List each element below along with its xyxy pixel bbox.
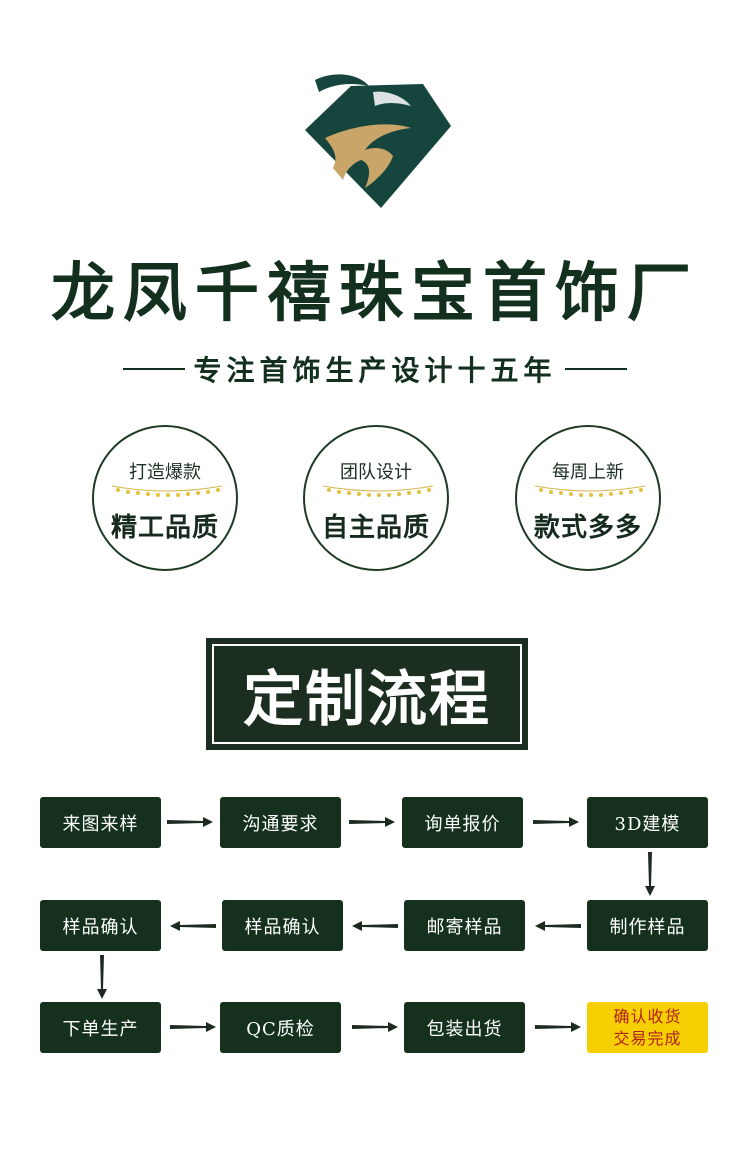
- arrow-right-icon: [349, 817, 395, 827]
- process-step-10: QC质检: [220, 1002, 341, 1053]
- feature-top-text: 每周上新: [552, 462, 624, 483]
- feature-bottom-text: 自主品质: [321, 513, 430, 543]
- arrow-down-icon: [645, 852, 655, 896]
- final-step-line2: 交易完成: [613, 1028, 682, 1048]
- arrow-right-icon: [352, 1022, 398, 1032]
- arrow-left-icon: [535, 921, 581, 931]
- arrow-down-icon: [97, 955, 107, 999]
- arrow-right-icon: [533, 817, 579, 827]
- arrow-right-icon: [535, 1022, 581, 1032]
- string-lights-icon: [322, 485, 434, 497]
- process-step-6: 邮寄样品: [404, 900, 525, 951]
- process-step-1: 来图来样: [40, 797, 161, 848]
- process-step-4: 3D建模: [587, 797, 708, 848]
- feature-circle-1: 打造爆款 精工品质: [92, 425, 238, 571]
- process-step-5: 制作样品: [587, 900, 708, 951]
- process-step-final: 确认收货 交易完成: [587, 1002, 708, 1053]
- process-step-7: 样品确认: [222, 900, 343, 951]
- arrow-right-icon: [167, 817, 213, 827]
- process-title-box: 定制流程: [206, 638, 528, 750]
- process-step-9: 下单生产: [40, 1002, 161, 1053]
- process-step-8: 样品确认: [40, 900, 161, 951]
- string-lights-icon: [534, 485, 646, 497]
- process-title: 定制流程: [243, 664, 491, 735]
- tagline-rule-right: [564, 368, 627, 370]
- process-step-3: 询单报价: [402, 797, 523, 848]
- brand-logo: [305, 74, 451, 208]
- arrow-right-icon: [170, 1022, 216, 1032]
- tagline-row: 专注首饰生产设计十五年: [100, 346, 650, 392]
- brand-title: 龙凤千禧珠宝首饰厂: [51, 256, 699, 331]
- feature-circle-2: 团队设计 自主品质: [303, 425, 449, 571]
- feature-circle-3: 每周上新 款式多多: [515, 425, 661, 571]
- final-step-line1: 确认收货: [613, 1006, 682, 1026]
- feature-bottom-text: 精工品质: [110, 513, 219, 543]
- arrow-left-icon: [170, 921, 216, 931]
- arrow-left-icon: [352, 921, 398, 931]
- tagline-rule-left: [123, 368, 186, 370]
- feature-top-text: 打造爆款: [129, 462, 201, 483]
- feature-top-text: 团队设计: [340, 462, 412, 483]
- feature-bottom-text: 款式多多: [533, 513, 642, 543]
- process-step-11: 包装出货: [404, 1002, 525, 1053]
- tagline: 专注首饰生产设计十五年: [193, 354, 557, 387]
- string-lights-icon: [111, 485, 223, 497]
- process-step-2: 沟通要求: [220, 797, 341, 848]
- process-title-frame: 定制流程: [212, 644, 522, 744]
